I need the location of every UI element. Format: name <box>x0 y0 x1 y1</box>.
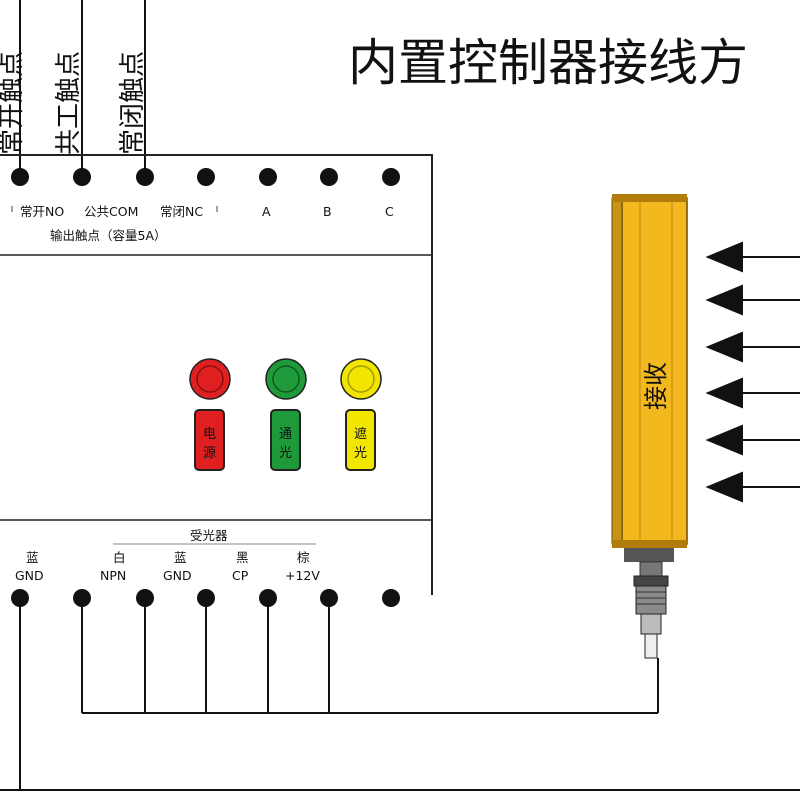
terminal-label-no: 常开NO <box>20 204 64 219</box>
terminal-nc[interactable] <box>136 168 154 186</box>
top-wire-label-com: 共工触点 <box>54 51 84 155</box>
receiver-group-label: 受光器 <box>190 528 228 543</box>
beam-arrow <box>705 241 800 273</box>
power-lamp-label-top: 电 <box>203 427 216 442</box>
input-signal-npn: NPN <box>100 568 126 583</box>
top-wire-label-nc: 常闭触点 <box>118 51 148 155</box>
terminal-label-nc: 常闭NC <box>160 204 203 219</box>
receiver-sensor: 接收 <box>611 194 688 659</box>
light-pass-lamp: 通 光 <box>265 358 307 471</box>
diagram-title: 内置控制器接线方 <box>348 34 748 92</box>
top-wires <box>19 0 146 175</box>
light-block-lamp: 遮 光 <box>340 358 382 471</box>
beam-arrow <box>705 284 800 316</box>
output-terminal-labels: 常开NO 公共COM 常闭NC A B C 输出触点（容量5A） <box>11 204 394 243</box>
input-color-12v: 棕 <box>297 550 310 565</box>
light-pass-lamp-label-bottom: 光 <box>279 446 292 461</box>
controller-box <box>0 154 433 595</box>
output-caption: 输出触点（容量5A） <box>50 228 167 243</box>
input-signal-gnd-2: GND <box>163 568 192 583</box>
sensor-connector <box>633 561 669 659</box>
input-terminal-labels: 受光器 蓝 GND 白 NPN 蓝 GND 黑 CP 棕 +12V <box>15 528 320 583</box>
terminal-label-c: C <box>385 204 394 219</box>
light-block-lamp-label-top: 遮 <box>354 426 367 442</box>
receiver-label: 接收 <box>642 362 670 410</box>
input-color-gnd-1: 蓝 <box>26 550 39 565</box>
terminal-com[interactable] <box>73 168 91 186</box>
light-pass-lamp-label-top: 通 <box>279 427 292 442</box>
input-color-npn: 白 <box>113 550 126 565</box>
output-terminals <box>11 168 400 186</box>
input-color-cp: 黑 <box>236 550 249 565</box>
input-signal-12v: +12V <box>285 568 320 583</box>
input-color-gnd-2: 蓝 <box>174 550 187 565</box>
terminal-label-b: B <box>323 204 332 219</box>
indicator-lamps: 电 源 通 光 遮 光 <box>189 358 382 471</box>
bottom-wires <box>0 598 800 791</box>
terminal-extra-dot[interactable] <box>382 168 400 186</box>
top-wire-label-no: 常开触点 <box>0 51 27 155</box>
terminal-c-dot[interactable] <box>320 168 338 186</box>
beam-arrow <box>705 377 800 409</box>
terminal-b-dot[interactable] <box>259 168 277 186</box>
terminal-label-com: 公共COM <box>84 204 138 219</box>
terminal-a-dot[interactable] <box>197 168 215 186</box>
light-block-lamp-label-bottom: 光 <box>354 446 367 461</box>
input-signal-gnd-1: GND <box>15 568 44 583</box>
light-beam-arrows <box>705 241 800 503</box>
terminal-spare-2[interactable] <box>382 589 400 607</box>
beam-arrow <box>705 471 800 503</box>
terminal-no[interactable] <box>11 168 29 186</box>
top-wire-labels: 常开触点 共工触点 常闭触点 <box>0 51 148 155</box>
power-lamp: 电 源 <box>189 358 231 471</box>
beam-arrow <box>705 331 800 363</box>
power-lamp-label-bottom: 源 <box>203 446 216 461</box>
beam-arrow <box>705 424 800 456</box>
input-signal-cp: CP <box>232 568 249 583</box>
terminal-label-a: A <box>262 204 271 219</box>
